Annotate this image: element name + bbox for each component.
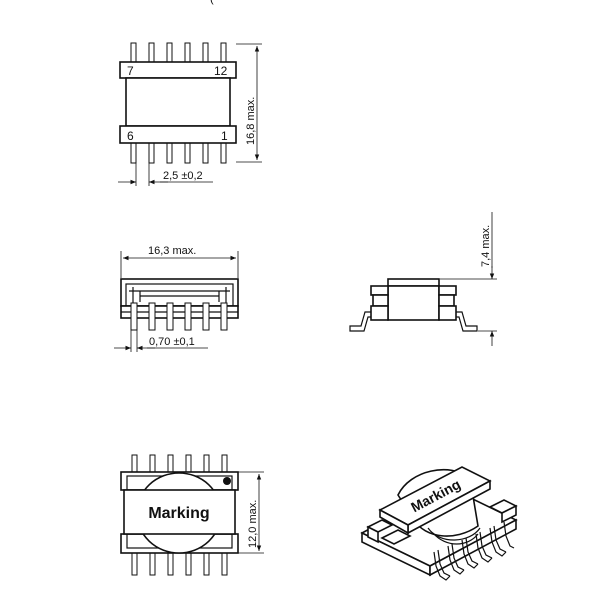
pin-width-dim-label: 0,70 ±0,1 [149, 336, 195, 348]
top-view-upper-pins [130, 42, 227, 64]
front-view-pin-width-dimension: 0,70 ±0,1 [114, 330, 208, 352]
top-view: 7 12 6 1 16,8 max. 2,5 ±0,2 [118, 42, 262, 186]
front-view: 16,3 max. 0,70 ±0,1 [114, 245, 239, 352]
bottom-view-lower-pins [131, 552, 228, 576]
top-view-lower-pins [130, 142, 227, 164]
side-view-height-dimension: 7,4 max. [440, 212, 497, 346]
height-dim-label: 16,8 max. [245, 97, 257, 145]
side-view: 7,4 max. [349, 212, 497, 346]
bottom-view-height-dimension: 12,0 max. [238, 471, 264, 554]
bottom-height-dim-label: 12,0 max. [247, 500, 259, 548]
width-dim-label: 16,3 max. [148, 245, 196, 257]
bottom-view-marking-plate [123, 489, 236, 535]
pin-label-7: 7 [127, 64, 134, 78]
bottom-view: Marking 12,0 max. [120, 454, 264, 576]
pin-label-12: 12 [214, 64, 228, 78]
front-view-width-dimension: 16,3 max. [120, 245, 239, 278]
bottom-marking-label: Marking [148, 505, 209, 522]
top-view-pitch-dimension: 2,5 ±0,2 [118, 163, 213, 186]
pin-label-6: 6 [127, 129, 134, 143]
side-view-core [387, 285, 440, 321]
front-view-outer-body [120, 278, 239, 307]
front-view-pins [130, 302, 228, 331]
isometric-view: Marking [360, 466, 518, 581]
pitch-dim-label: 2,5 ±0,2 [163, 170, 203, 182]
top-view-core [125, 77, 231, 127]
top-view-lower-band [119, 125, 237, 144]
header-fragment: ( [210, 0, 214, 5]
iso-pins [433, 521, 515, 581]
top-view-height-dimension: 16,8 max. [236, 43, 262, 163]
pin1-marker-dot [223, 477, 231, 485]
pin-label-1: 1 [221, 129, 228, 143]
side-height-dim-label: 7,4 max. [480, 225, 492, 267]
bottom-view-upper-pins [131, 454, 228, 476]
